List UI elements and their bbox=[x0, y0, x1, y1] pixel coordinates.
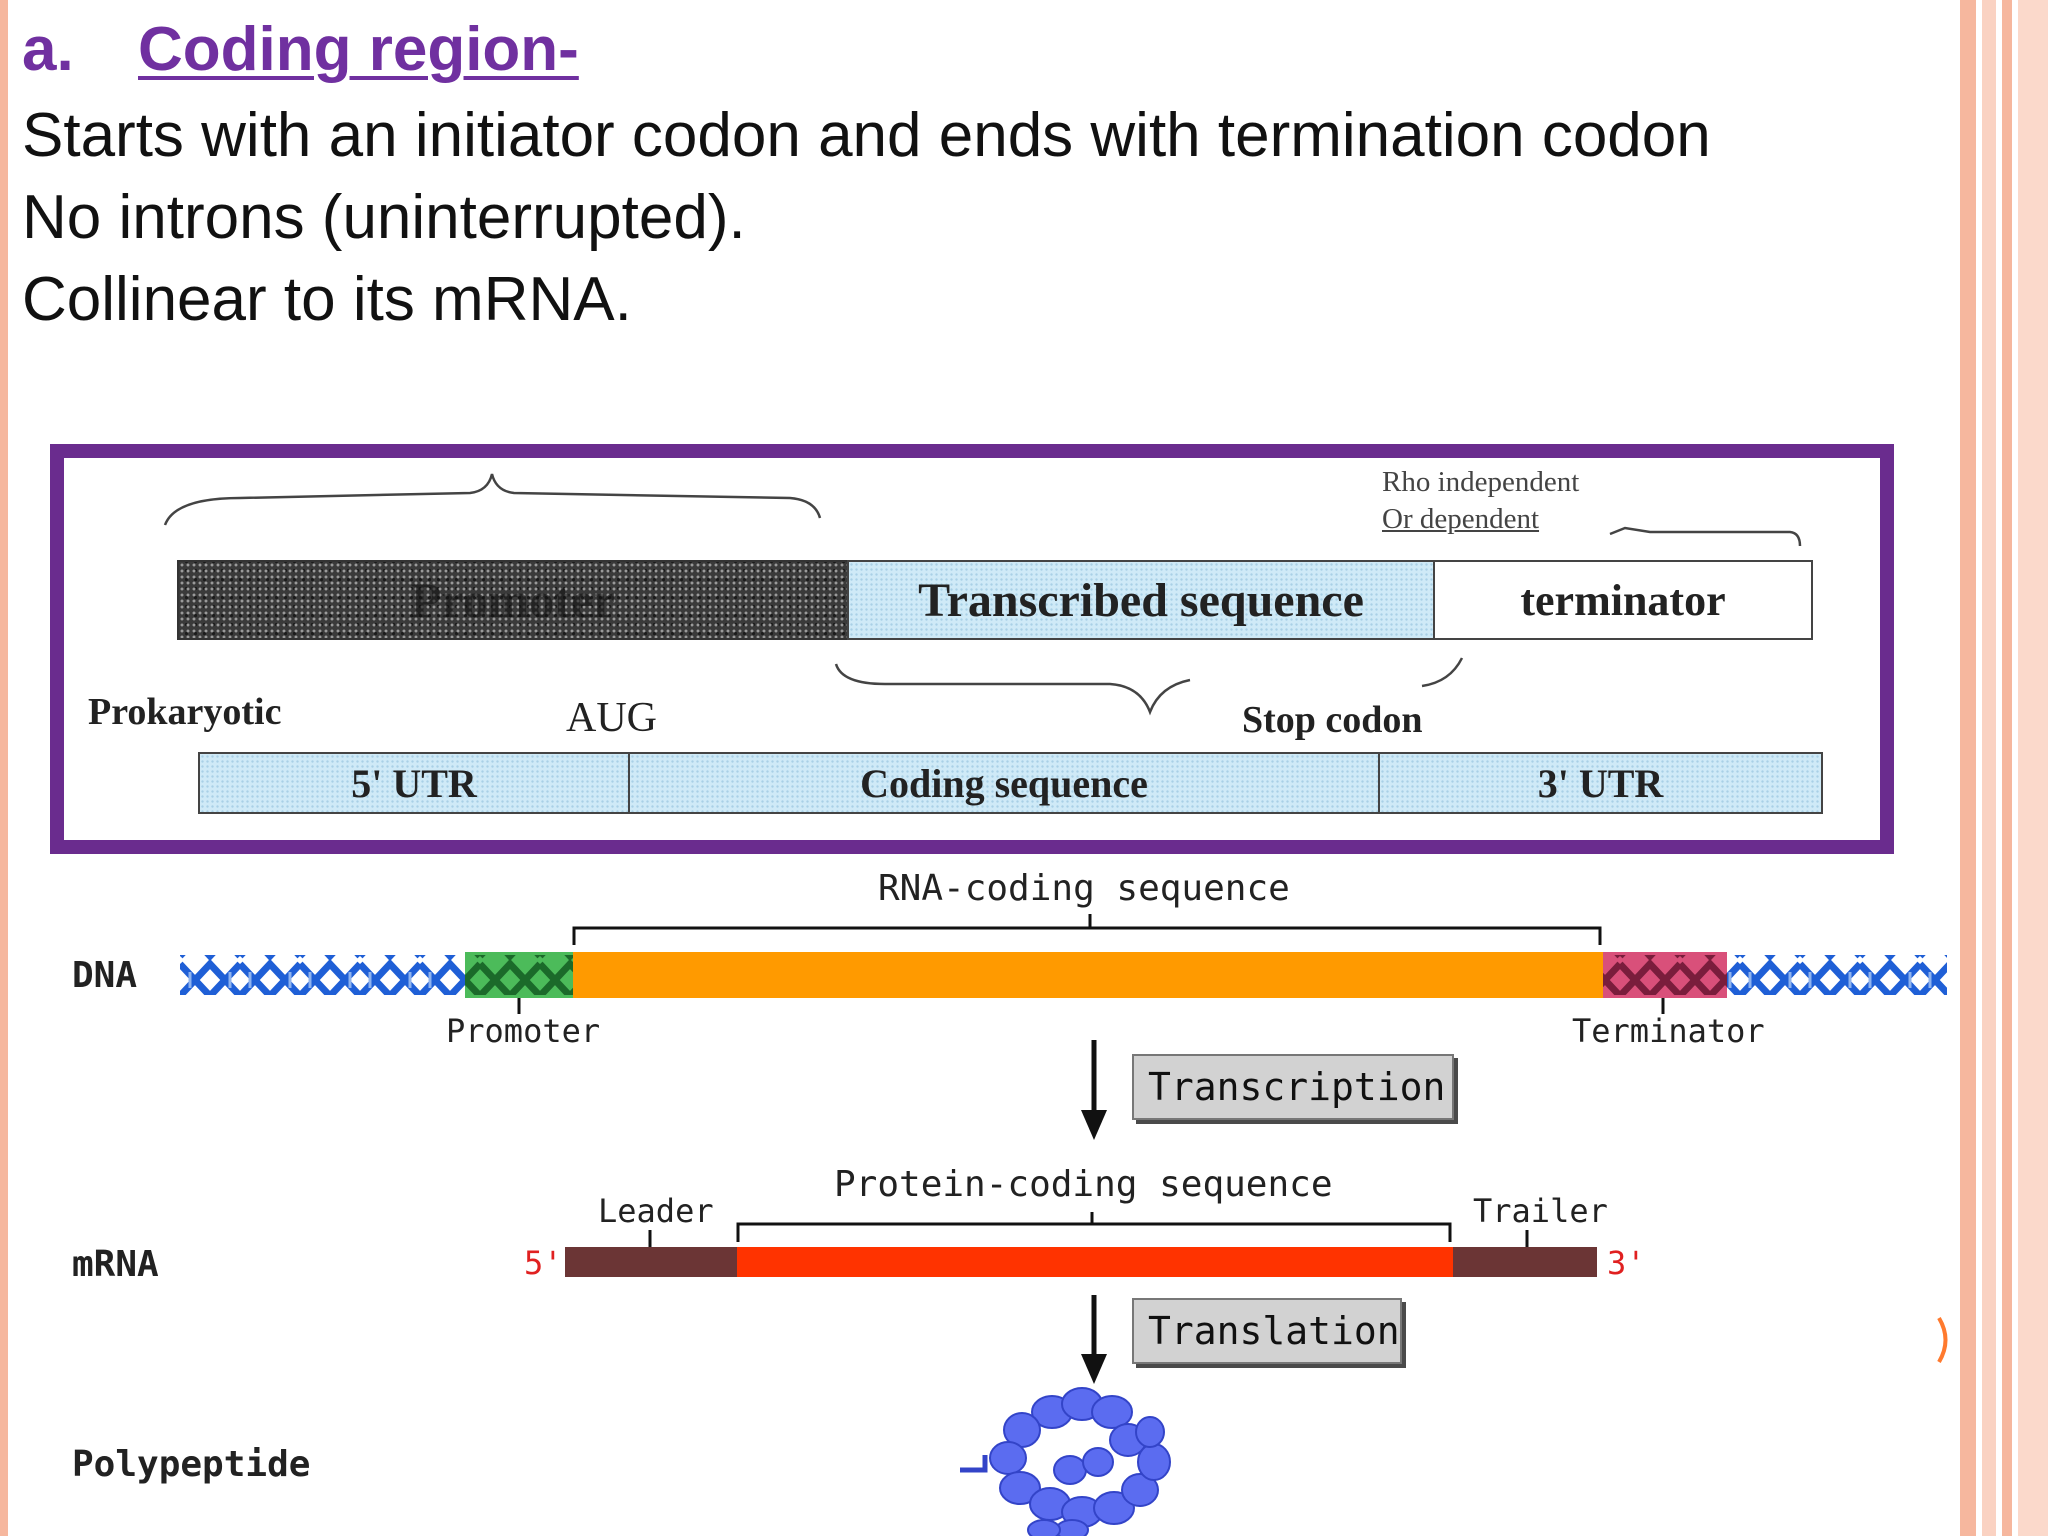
heading-number: a. bbox=[22, 15, 74, 84]
mrna-trailer bbox=[1453, 1247, 1597, 1277]
slide-decoration-arc bbox=[1937, 1316, 1948, 1364]
brace-terminator bbox=[1609, 526, 1802, 547]
trailer-label: Trailer bbox=[1473, 1192, 1608, 1230]
rna-coding-label: RNA-coding sequence bbox=[878, 868, 1290, 909]
utr5-segment: 5' UTR bbox=[198, 752, 630, 814]
promoter-label: Promoter bbox=[446, 1012, 601, 1050]
leader-label: Leader bbox=[598, 1192, 714, 1230]
utr3-label: 3' UTR bbox=[1537, 760, 1664, 806]
protein-coding-label: Protein-coding sequence bbox=[834, 1164, 1333, 1205]
dna-helix-left bbox=[180, 955, 470, 995]
coding-sequence-label: Coding sequence bbox=[860, 760, 1148, 806]
rho-independent-label: Rho independent bbox=[1382, 466, 1580, 498]
border-stripe-4 bbox=[2018, 0, 2048, 1536]
protein-coding-bracket bbox=[736, 1212, 1452, 1242]
stop-codon-label: Stop codon bbox=[1242, 699, 1423, 741]
border-stripe-left-thin bbox=[0, 0, 8, 1536]
terminator-label: Terminator bbox=[1572, 1012, 1765, 1050]
utr5-label: 5' UTR bbox=[351, 760, 477, 806]
dna-coding-box bbox=[573, 952, 1603, 998]
bullet-initiator: Starts with an initiator codon and ends … bbox=[22, 101, 1711, 170]
transcribed-sequence-segment: Transcribed sequence bbox=[847, 560, 1435, 640]
terminator-segment-label: terminator bbox=[1520, 575, 1726, 625]
or-dependent-label: Or dependent bbox=[1382, 503, 1540, 535]
translation-step-box: Translation bbox=[1132, 1298, 1402, 1364]
bullet-collinear: Collinear to its mRNA. bbox=[22, 265, 632, 334]
dna-label: DNA bbox=[72, 955, 138, 996]
bullet-no-introns: No introns (uninterrupted). bbox=[22, 183, 746, 252]
brace-promoter bbox=[163, 473, 822, 526]
promoter-segment: Promoter bbox=[177, 560, 849, 640]
five-prime-label: 5' bbox=[524, 1244, 563, 1282]
heading-title: Coding region- bbox=[138, 15, 579, 84]
translation-arrowhead bbox=[1081, 1354, 1107, 1384]
border-stripe-1 bbox=[1960, 0, 1976, 1536]
border-stripe-3 bbox=[2002, 0, 2012, 1536]
polypeptide-label: Polypeptide bbox=[72, 1444, 311, 1485]
mrna-label: mRNA bbox=[72, 1244, 159, 1285]
terminator-segment: terminator bbox=[1433, 560, 1813, 640]
brace-coding bbox=[834, 657, 1464, 716]
mrna-leader bbox=[565, 1247, 737, 1277]
transcription-arrowhead bbox=[1081, 1110, 1107, 1140]
rna-coding-bracket bbox=[572, 914, 1602, 945]
promoter-segment-label: Promoter bbox=[410, 572, 616, 628]
utr3-segment: 3' UTR bbox=[1378, 752, 1823, 814]
three-prime-label: 3' bbox=[1607, 1244, 1646, 1282]
polypeptide-coil bbox=[989, 1387, 1171, 1536]
prokaryotic-label: Prokaryotic bbox=[88, 691, 282, 733]
aug-label: AUG bbox=[566, 695, 657, 741]
transcribed-sequence-label: Transcribed sequence bbox=[918, 573, 1364, 627]
dna-helix-right bbox=[1727, 955, 1947, 995]
slide-heading: a. Coding region- bbox=[22, 14, 579, 85]
transcription-step-box: Transcription bbox=[1132, 1054, 1454, 1120]
coding-sequence-segment: Coding sequence bbox=[628, 752, 1380, 814]
border-stripe-2 bbox=[1982, 0, 1996, 1536]
mrna-coding bbox=[737, 1247, 1453, 1277]
